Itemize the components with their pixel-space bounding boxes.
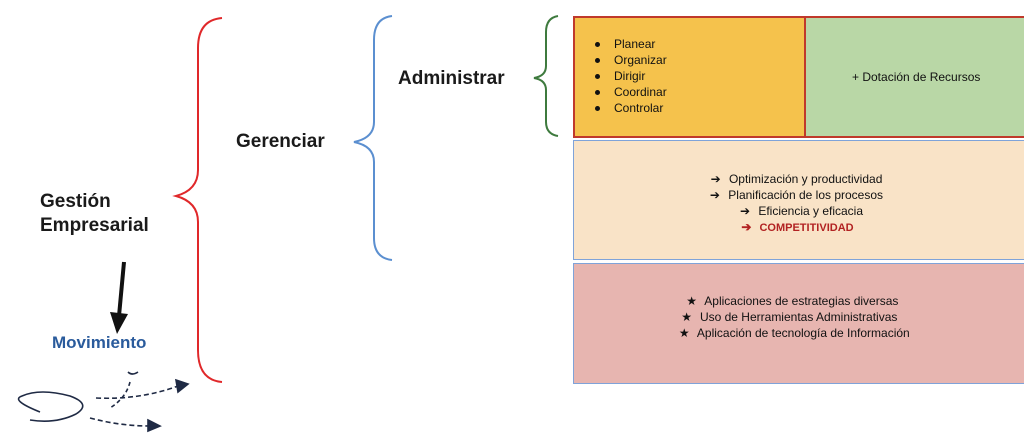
gerenciar-label: Gerenciar xyxy=(236,131,325,152)
list-item-label: Coordinar xyxy=(614,85,667,99)
list-item-label: Dirigir xyxy=(614,69,646,83)
star-icon: ★ xyxy=(678,326,690,340)
list-item: Dirigir xyxy=(595,68,667,84)
blue-brace xyxy=(353,15,393,261)
bullet-icon xyxy=(595,105,600,111)
functions-box: Planear Organizar Dirigir Coordinar Cont… xyxy=(573,16,806,138)
gestion-label-line2: Empresarial xyxy=(40,215,149,236)
list-item: Planear xyxy=(595,36,667,52)
resources-box: + Dotación de Recursos xyxy=(804,16,1024,138)
resources-text: + Dotación de Recursos xyxy=(852,70,981,84)
optimization-list: ➔ Optimización y productividad ➔ Planifi… xyxy=(574,171,1024,236)
motion-swirl-icon xyxy=(17,371,190,433)
gestion-label-line1: Gestión xyxy=(40,191,111,212)
list-item-label: Controlar xyxy=(614,101,664,115)
functions-list: Planear Organizar Dirigir Coordinar Cont… xyxy=(595,36,667,116)
list-item: Organizar xyxy=(595,52,667,68)
bullet-icon xyxy=(595,73,600,79)
arrow-right-icon: ➔ xyxy=(709,188,720,202)
list-item-label: Uso de Herramientas Administrativas xyxy=(699,310,898,324)
administrar-label: Administrar xyxy=(398,68,505,89)
bullet-icon xyxy=(595,57,600,63)
competitividad-label: COMPETITIVIDAD xyxy=(759,222,854,234)
list-item: ★ Uso de Herramientas Administrativas xyxy=(550,309,1024,325)
gestion-empresarial-label: Gestión Empresarial xyxy=(40,190,149,238)
arrow-right-icon: ➔ xyxy=(741,220,752,234)
arrow-right-icon: ➔ xyxy=(739,204,750,218)
optimization-box: ➔ Optimización y productividad ➔ Planifi… xyxy=(573,140,1024,260)
red-brace xyxy=(172,17,223,383)
strategies-box: ★ Aplicaciones de estrategias diversas ★… xyxy=(573,263,1024,384)
movimiento-label: Movimiento xyxy=(52,333,147,352)
list-item-label: Planear xyxy=(614,37,656,51)
list-item: Coordinar xyxy=(595,84,667,100)
star-icon: ★ xyxy=(681,310,692,324)
list-item: ➔ COMPETITIVIDAD xyxy=(566,219,1024,236)
list-item: ➔ Optimización y productividad xyxy=(564,171,1024,187)
list-item: ★ Aplicación de tecnología de Informació… xyxy=(560,325,1024,341)
list-item: Controlar xyxy=(595,100,667,116)
list-item: ➔ Eficiencia y eficacia xyxy=(574,203,1024,219)
strategies-list: ★ Aplicaciones de estrategias diversas ★… xyxy=(574,293,1024,341)
list-item-label: Organizar xyxy=(614,53,667,67)
arrow-right-icon: ➔ xyxy=(710,172,721,186)
list-item-label: Aplicaciones de estrategias diversas xyxy=(704,294,899,308)
list-item-label: Planificación de los procesos xyxy=(728,188,884,202)
list-item-label: Eficiencia y eficacia xyxy=(758,204,864,218)
bullet-icon xyxy=(595,41,600,47)
green-brace xyxy=(533,15,559,137)
down-arrow-icon xyxy=(110,261,128,334)
list-item: ★ Aplicaciones de estrategias diversas xyxy=(556,293,1024,309)
list-item: ➔ Planificación de los procesos xyxy=(564,187,1024,203)
star-icon: ★ xyxy=(686,294,697,308)
bullet-icon xyxy=(595,89,600,95)
list-item-label: Optimización y productividad xyxy=(728,172,883,186)
list-item-label: Aplicación de tecnología de Información xyxy=(696,326,910,340)
